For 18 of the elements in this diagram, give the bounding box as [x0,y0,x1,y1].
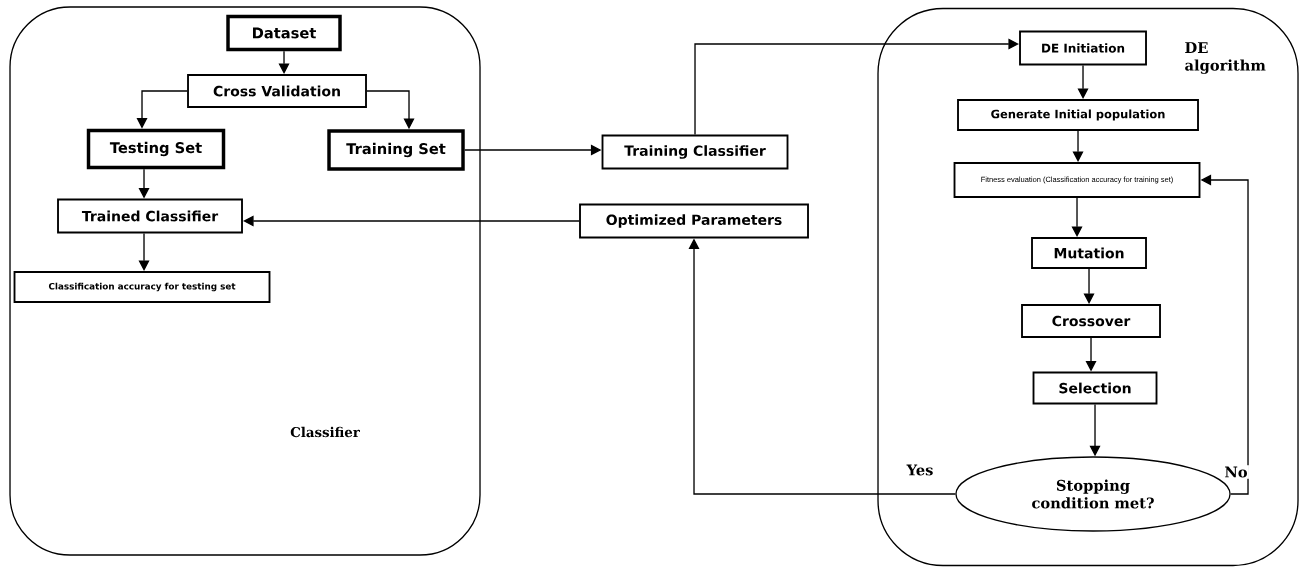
arrow [243,215,580,227]
panel-title: DE algorithm [1185,42,1266,74]
process-box: DE Initiation [1019,30,1147,66]
process-box: Testing Set [86,128,226,170]
process-box: Selection [1032,371,1158,405]
process-box: Dataset [226,14,342,52]
process-box: Training Set [327,129,465,171]
process-box: Optimized Parameters [579,203,809,239]
process-box: Trained Classifier [57,198,243,234]
process-box: Training Classifier [601,134,789,170]
edge-label: No [1223,465,1249,479]
process-box: Classification accuracy for testing set [13,271,271,303]
process-box: Cross Validation [187,74,367,108]
edge-label: Yes [905,463,935,477]
process-box: Mutation [1031,237,1147,269]
panel-title: Classifier [290,426,360,438]
process-box: Generate Initial population [957,99,1199,131]
process-box: Crossover [1021,304,1161,338]
